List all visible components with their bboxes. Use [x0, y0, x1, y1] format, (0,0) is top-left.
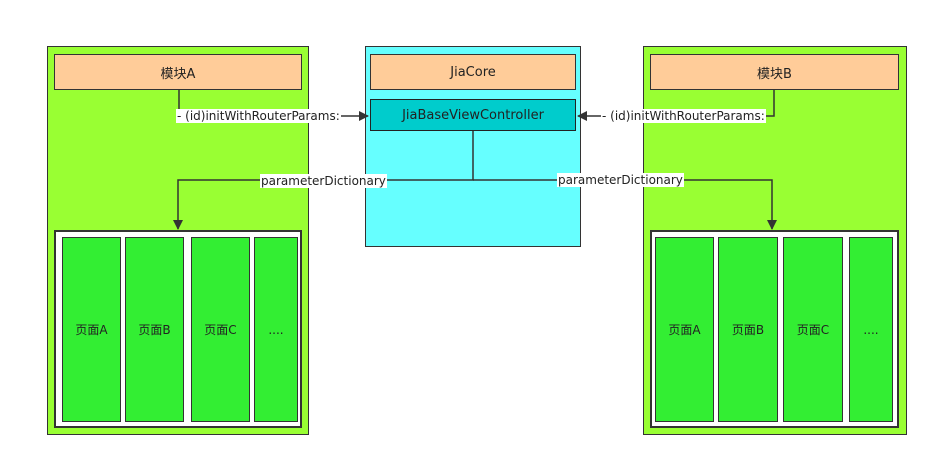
module-a-title: 模块A — [54, 54, 302, 90]
module-b-page-a: 页面A — [655, 237, 714, 422]
edge-label-b-to-controller: - (id)initWithRouterParams: — [601, 109, 766, 123]
module-b-page-more: .... — [849, 237, 893, 422]
base-view-controller: JiaBaseViewController — [370, 99, 576, 131]
module-b-page-c: 页面C — [783, 237, 843, 422]
edge-controller-to-b — [473, 179, 777, 230]
module-a-page-more: .... — [254, 237, 298, 422]
edge-label-a-to-controller: - (id)initWithRouterParams: — [176, 109, 341, 123]
module-b-pages-group: 页面A 页面B 页面C .... — [650, 230, 899, 428]
module-a-page-b: 页面B — [125, 237, 184, 422]
module-b-title: 模块B — [650, 54, 899, 90]
edge-label-controller-to-b: parameterDictionary — [557, 173, 684, 187]
core-title: JiaCore — [370, 54, 576, 90]
module-a-page-c: 页面C — [191, 237, 250, 422]
module-b-page-b: 页面B — [718, 237, 778, 422]
edge-label-controller-to-a: parameterDictionary — [260, 174, 387, 188]
module-a-page-a: 页面A — [62, 237, 121, 422]
module-a-pages-group: 页面A 页面B 页面C .... — [54, 230, 302, 428]
